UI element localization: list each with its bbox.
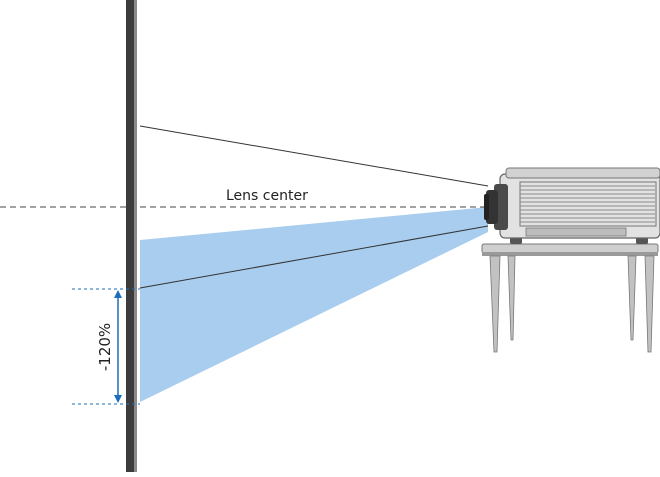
beam-lower-edge (139, 225, 489, 289)
wall-edge (134, 0, 137, 472)
projector-table (481, 243, 659, 353)
dimension-arrow-up-icon (114, 290, 122, 298)
beam-upper-edge (139, 125, 489, 187)
projection-beam (140, 207, 488, 402)
projector-icon (484, 167, 660, 244)
shift-percentage-label: -120% (96, 323, 114, 371)
dimension-arrow-down-icon (114, 395, 122, 403)
projection-wall (126, 0, 136, 472)
lens-center-label: Lens center (226, 188, 308, 204)
